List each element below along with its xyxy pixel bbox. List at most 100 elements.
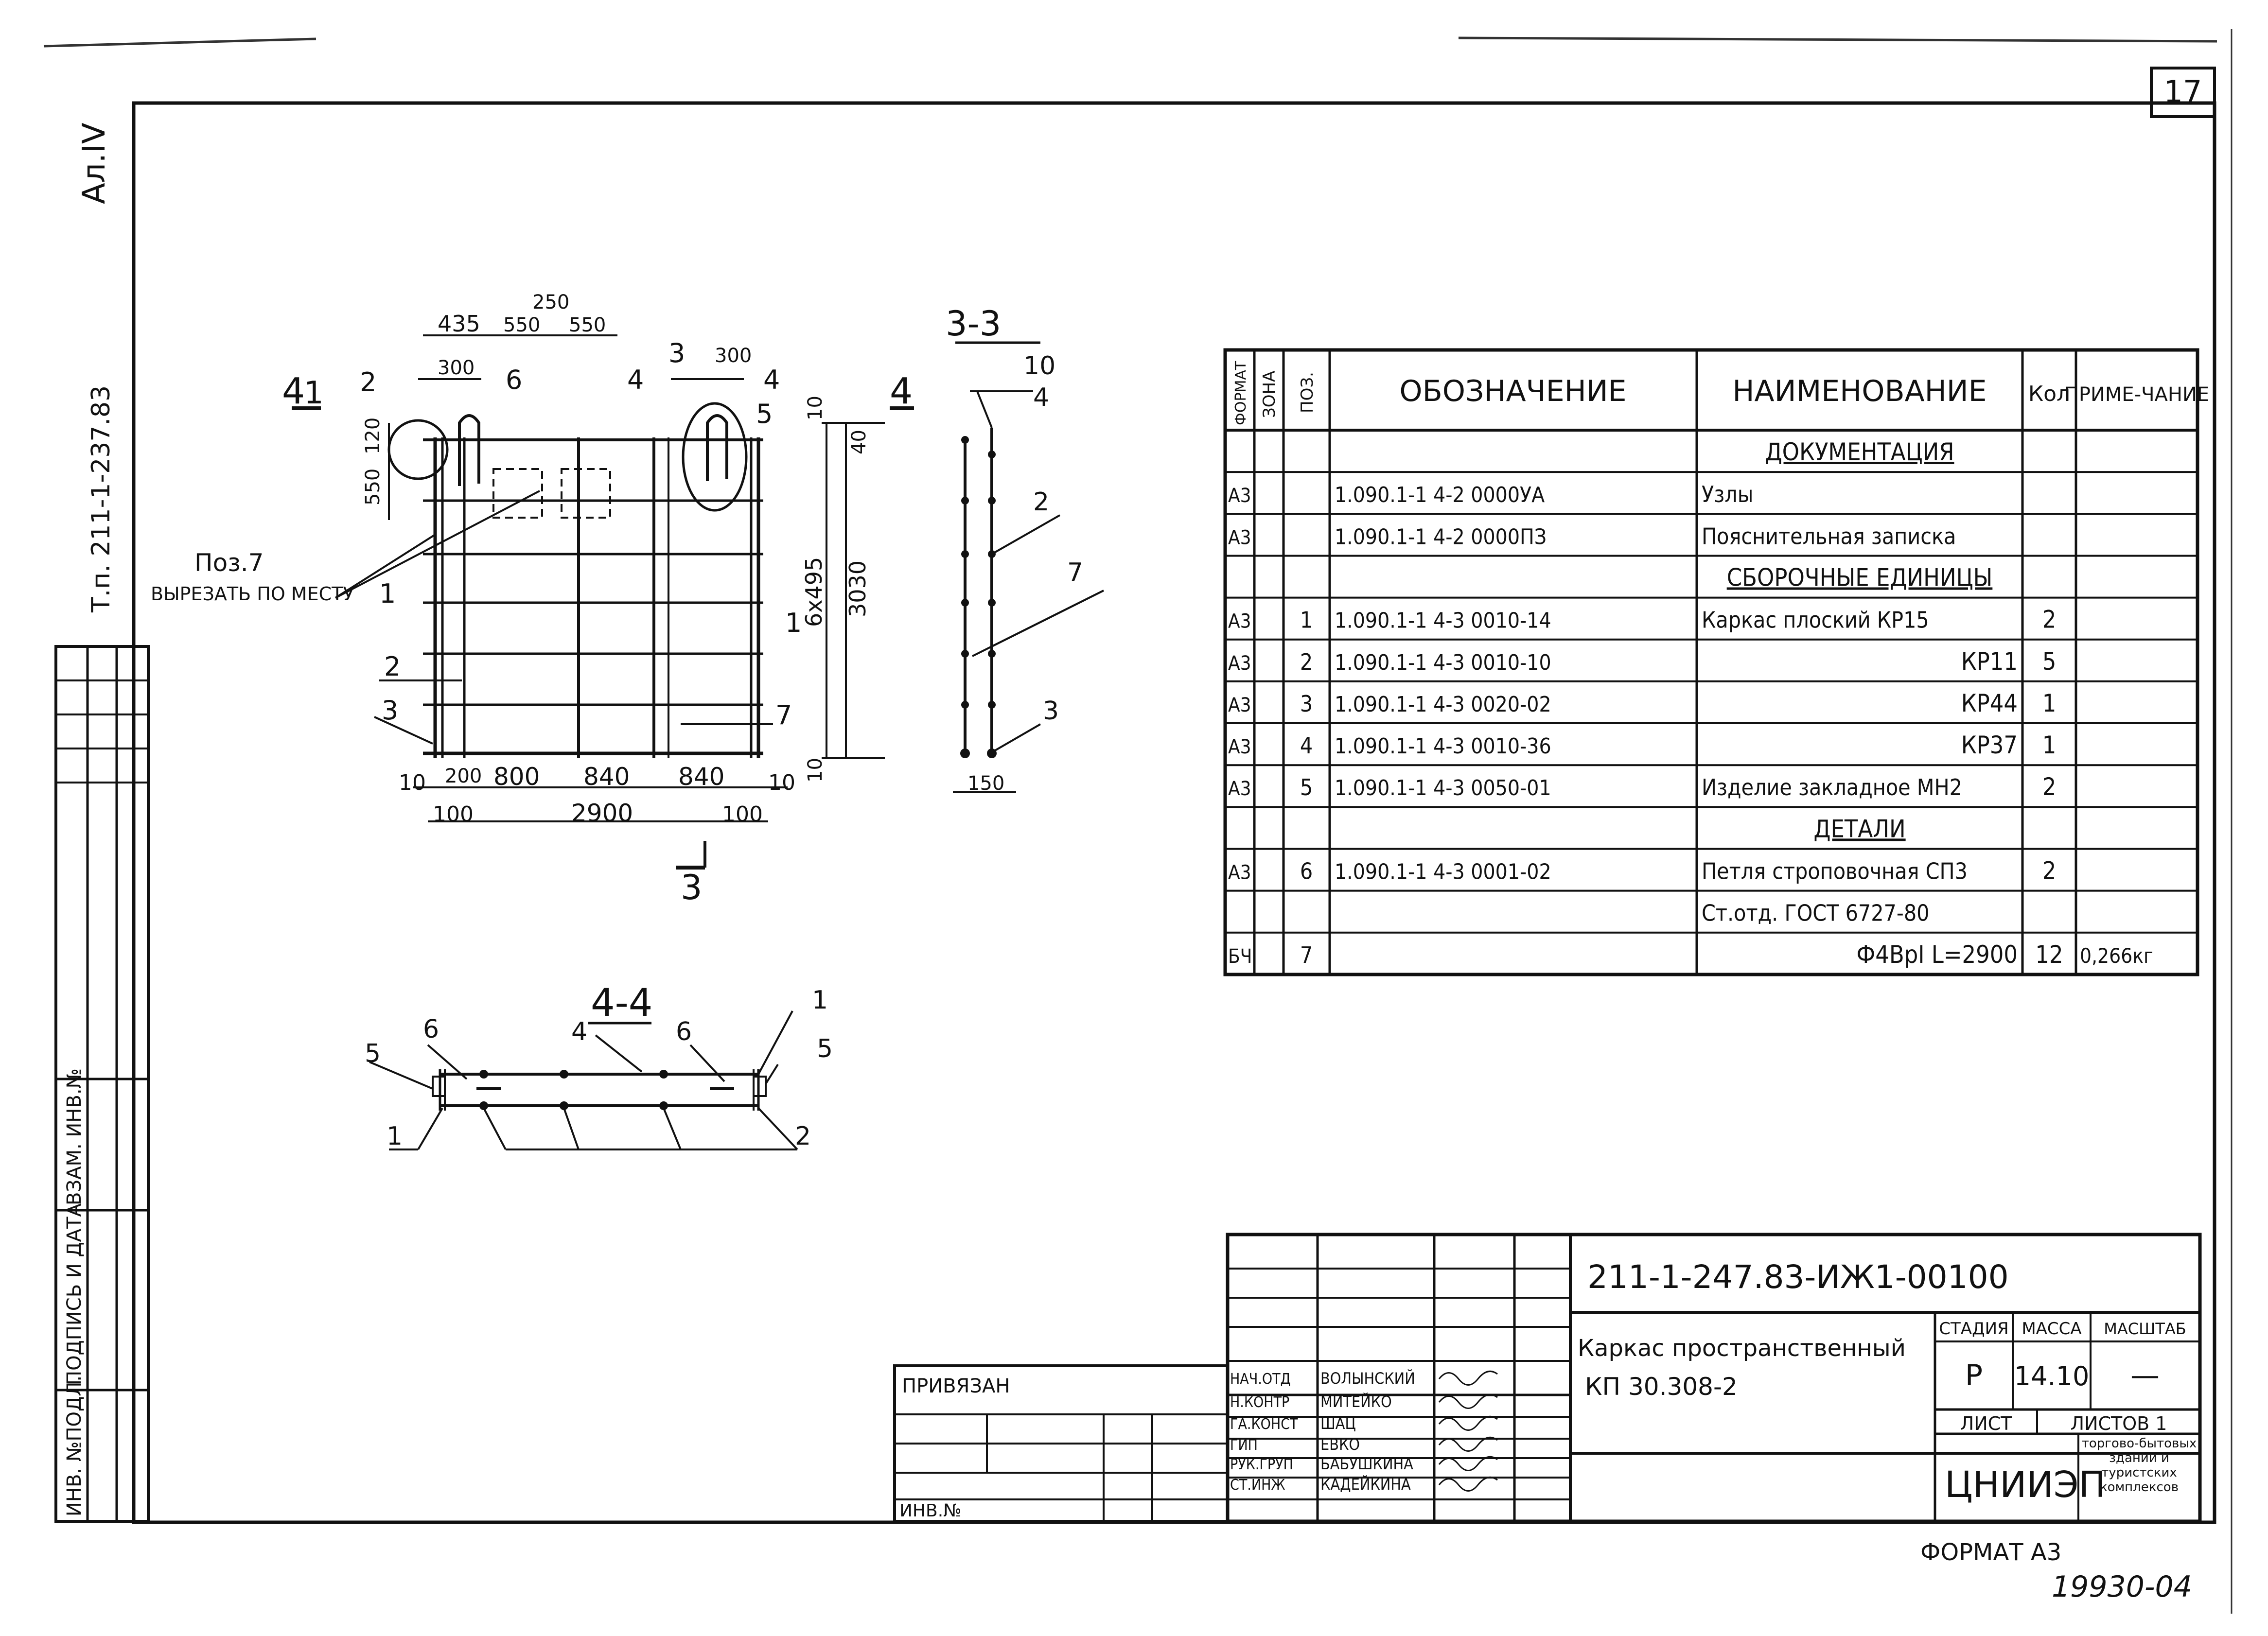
callout: 4 — [763, 365, 780, 395]
inv-no: ИНВ.№ — [899, 1501, 962, 1521]
callout: 4 — [627, 365, 644, 395]
callout-33: 3 — [1043, 696, 1059, 726]
spec-cell-name: КР11 — [1961, 647, 2018, 676]
section-3-3-dots — [960, 436, 997, 758]
hdr-designation: ОБОЗНАЧЕНИЕ — [1399, 374, 1626, 408]
side-stamp-sign: ПОДПИСЬ И ДАТА — [63, 1203, 86, 1385]
spec-cell-designation: 1.090.1-1 4-2 0000УА — [1335, 483, 1545, 507]
callout: 1 — [785, 608, 802, 638]
spec-cell-designation: 1.090.1-1 4-3 0010-14 — [1335, 609, 1551, 633]
spec-cell-format: А3 — [1228, 610, 1251, 633]
dim-120-left: 120 — [362, 418, 384, 454]
spec-cell-pos: 1 — [1300, 607, 1313, 633]
org-desc: торгово-бытовых зданий и туристских комп… — [2081, 1436, 2197, 1495]
dim-100b: 100 — [722, 802, 763, 827]
dim-10-bot: 10 — [804, 758, 826, 783]
spec-cell-name: Петля строповочная СП3 — [1702, 858, 1968, 885]
callout: 1 — [379, 578, 396, 609]
callout: 6 — [676, 1017, 692, 1046]
dim-10-top: 10 — [804, 396, 826, 420]
callout: 5 — [756, 399, 773, 429]
callout: 2 — [795, 1122, 811, 1151]
spec-cell-pos: 7 — [1300, 942, 1313, 968]
mass-value: 14.10 — [2014, 1361, 2090, 1392]
side-stamp — [54, 645, 150, 1523]
hdr-name: НАИМЕНОВАНИЕ — [1732, 374, 1987, 408]
dim-2900: 2900 — [571, 799, 633, 827]
dim-300b: 300 — [715, 345, 752, 367]
spec-table-grid — [1223, 348, 2199, 976]
spec-cell-name: Узлы — [1702, 481, 1753, 507]
spec-cell-name: Ф4ВрI L=2900 — [1857, 940, 2018, 969]
dim-10-right: 10 — [768, 770, 795, 795]
plan-view — [292, 334, 914, 870]
spec-cell-pos: 5 — [1300, 774, 1313, 801]
spec-cell-qty: 1 — [2042, 731, 2057, 759]
note-pos7: Поз.7 — [194, 549, 264, 577]
spec-cell-name: КР44 — [1961, 689, 2018, 717]
callouts-4-4: 6 4 6 1 5 5 1 2 — [365, 986, 833, 1151]
callout-33: 10 — [1023, 351, 1055, 381]
section-33-title: 3-3 — [946, 304, 1001, 344]
spec-cell-designation: 1.090.1-1 4-3 0010-36 — [1335, 734, 1551, 759]
callout: 5 — [365, 1039, 381, 1068]
dim-840a: 840 — [583, 763, 630, 791]
callout: 6 — [423, 1015, 439, 1044]
spec-row-lines — [1225, 471, 2198, 975]
spec-cell-qty: 12 — [2035, 940, 2063, 969]
note-cut: ВЫРЕЗАТЬ ПО МЕСТУ — [151, 583, 354, 605]
spec-cell-designation: 1.090.1-1 4-3 0020-02 — [1335, 692, 1551, 717]
hdr-pos: ПОЗ. — [1298, 372, 1317, 413]
dim-250: 250 — [532, 291, 569, 313]
spec-cell-section: ДЕТАЛИ — [1813, 815, 1905, 843]
dim-3030: 3030 — [844, 560, 871, 617]
spec-cell-designation: 1.090.1-1 4-3 0010-10 — [1335, 650, 1551, 675]
view-label-1: 1 — [304, 375, 324, 411]
callout: 4 — [571, 1017, 587, 1046]
spec-cell-name: Ст.отд. ГОСТ 6727-80 — [1702, 900, 1929, 926]
signature-role: РУК.ГРУП — [1230, 1456, 1293, 1473]
spec-cell-designation: 1.090.1-1 4-2 0000ПЗ — [1335, 524, 1547, 549]
dim-550-left: 550 — [362, 469, 384, 505]
sheets-label: ЛИСТОВ 1 — [2071, 1413, 2167, 1434]
section-4-4 — [369, 1010, 798, 1150]
stage-value: Р — [1965, 1358, 1983, 1392]
spec-cell-designation: 1.090.1-1 4-3 0001-02 — [1335, 860, 1551, 885]
dim-150: 150 — [967, 772, 1004, 795]
handwritten-signature — [1438, 1415, 1498, 1431]
spec-cell-format: А3 — [1228, 862, 1251, 884]
section-mark-3: 3 — [681, 868, 703, 907]
side-album: Ал.IV — [76, 122, 112, 204]
spec-cell-format: А3 — [1228, 778, 1251, 800]
archive-number: 19930-04 — [2052, 1570, 2192, 1604]
sheet-label: ЛИСТ — [1960, 1413, 2013, 1434]
spec-cell-pos: 2 — [1300, 649, 1313, 675]
spec-cell-format: БЧ — [1228, 945, 1252, 968]
signature-role: ГА.КОНСТ — [1230, 1416, 1298, 1433]
view-label-4: 4 — [282, 370, 305, 412]
subtitle: КП 30.308-2 — [1585, 1373, 1738, 1401]
signature-role: НАЧ.ОТД — [1230, 1371, 1291, 1388]
callout: 7 — [775, 700, 792, 731]
spec-cell-pos: 6 — [1300, 858, 1313, 885]
signature-name: БАБУШКИНА — [1320, 1455, 1413, 1473]
callout: 3 — [668, 338, 685, 368]
signature-name: ЕВКО — [1320, 1435, 1360, 1454]
dim-10-left: 10 — [399, 770, 426, 795]
dim-6x495: 6х495 — [801, 557, 827, 627]
scan-edge-line — [1458, 36, 2217, 43]
spec-cell-section: СБОРОЧНЫЕ ЕДИНИЦЫ — [1727, 563, 1993, 592]
privyazan: ПРИВЯЗАН — [902, 1375, 1010, 1397]
spec-cell-name: КР37 — [1961, 731, 2018, 759]
callout-33: 2 — [1033, 487, 1049, 517]
handwritten-signature — [1438, 1456, 1498, 1471]
plan-callouts: 2 6 4 3 4 5 1 2 3 7 1 — [360, 338, 802, 731]
spec-cell-pos: 4 — [1300, 732, 1313, 759]
hdr-format: ФОРМАТ — [1232, 361, 1249, 425]
callout: 6 — [506, 365, 522, 395]
signature-name: КАДЕЙКИНА — [1320, 1475, 1411, 1494]
side-stamp-inv: ИНВ. №ПОДЛ. — [63, 1375, 86, 1516]
dim-800: 800 — [493, 763, 540, 791]
spec-cell-format: А3 — [1228, 694, 1251, 716]
